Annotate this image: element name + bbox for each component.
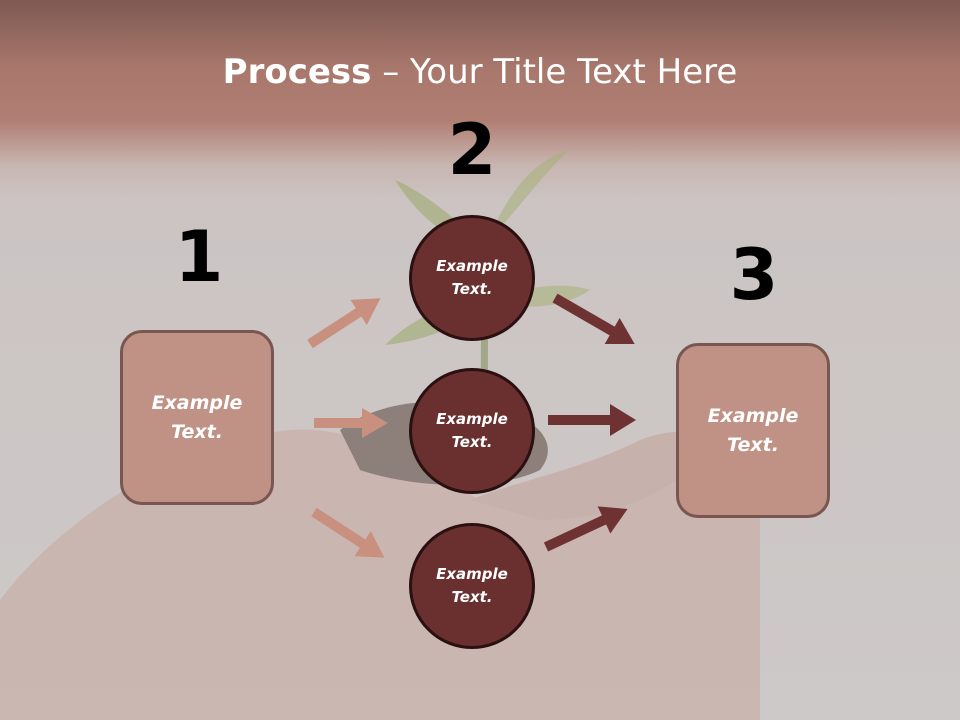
arrow-left-to-top <box>307 298 381 349</box>
left-step-box: Example Text. <box>120 330 274 505</box>
left-step-text: Example Text. <box>151 391 243 443</box>
title-separator: – <box>371 52 411 92</box>
arrow-bottom-to-right <box>543 506 628 552</box>
page-title: Process – Your Title Text Here <box>0 52 960 92</box>
circle-middle-text: Example Text. <box>436 410 508 451</box>
circle-middle: Example Text. <box>409 368 535 494</box>
circle-bottom: Example Text. <box>409 523 535 649</box>
right-step-box: Example Text. <box>676 343 830 518</box>
title-rest: Your Title Text Here <box>410 52 738 92</box>
arrow-top-to-right <box>552 293 635 344</box>
arrow-middle-to-right <box>548 404 636 436</box>
step-number-3: 3 <box>729 234 779 316</box>
arrow-left-to-bottom <box>311 507 385 558</box>
right-step-text: Example Text. <box>707 404 799 456</box>
circle-bottom-text: Example Text. <box>436 565 508 606</box>
step-number-1: 1 <box>174 216 224 298</box>
title-bold: Process <box>222 52 372 92</box>
circle-top: Example Text. <box>409 215 535 341</box>
step-number-2: 2 <box>447 109 497 191</box>
circle-top-text: Example Text. <box>436 257 508 298</box>
arrow-left-to-middle <box>314 408 388 438</box>
